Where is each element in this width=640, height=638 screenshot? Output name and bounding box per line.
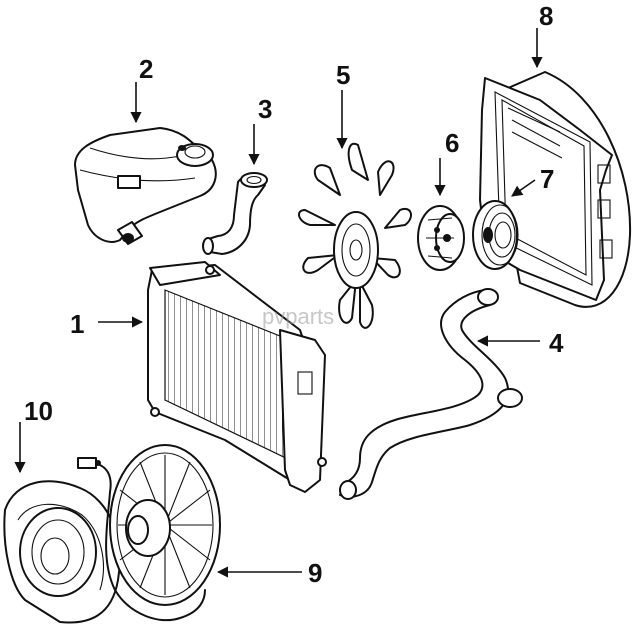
- callout-9: 9: [308, 558, 322, 588]
- lower-hose: [339, 288, 523, 500]
- fan-shroud: [479, 71, 632, 308]
- callout-numbers: 1 2 3 4 5 6 7 8 9 10: [24, 1, 564, 588]
- water-pump-pulley: [472, 200, 519, 270]
- leader-lines: [14, 28, 543, 578]
- electric-fan: [77, 444, 221, 622]
- fan-blade: [298, 142, 412, 329]
- callout-2: 2: [139, 54, 153, 84]
- callout-6: 6: [445, 128, 459, 158]
- coolant-reservoir: [74, 127, 217, 245]
- callout-10: 10: [24, 396, 53, 426]
- callout-1: 1: [70, 309, 84, 339]
- leader-7: [511, 179, 536, 197]
- radiator: [147, 261, 327, 493]
- callout-5: 5: [336, 60, 350, 90]
- fan-shroud-aux: [3, 480, 121, 624]
- callout-3: 3: [258, 94, 272, 124]
- callout-8: 8: [539, 1, 553, 31]
- callout-7: 7: [540, 164, 554, 194]
- fan-clutch: [417, 205, 465, 271]
- upper-hose: [202, 172, 268, 255]
- watermark: pvparts: [262, 304, 334, 329]
- callout-4: 4: [549, 328, 564, 358]
